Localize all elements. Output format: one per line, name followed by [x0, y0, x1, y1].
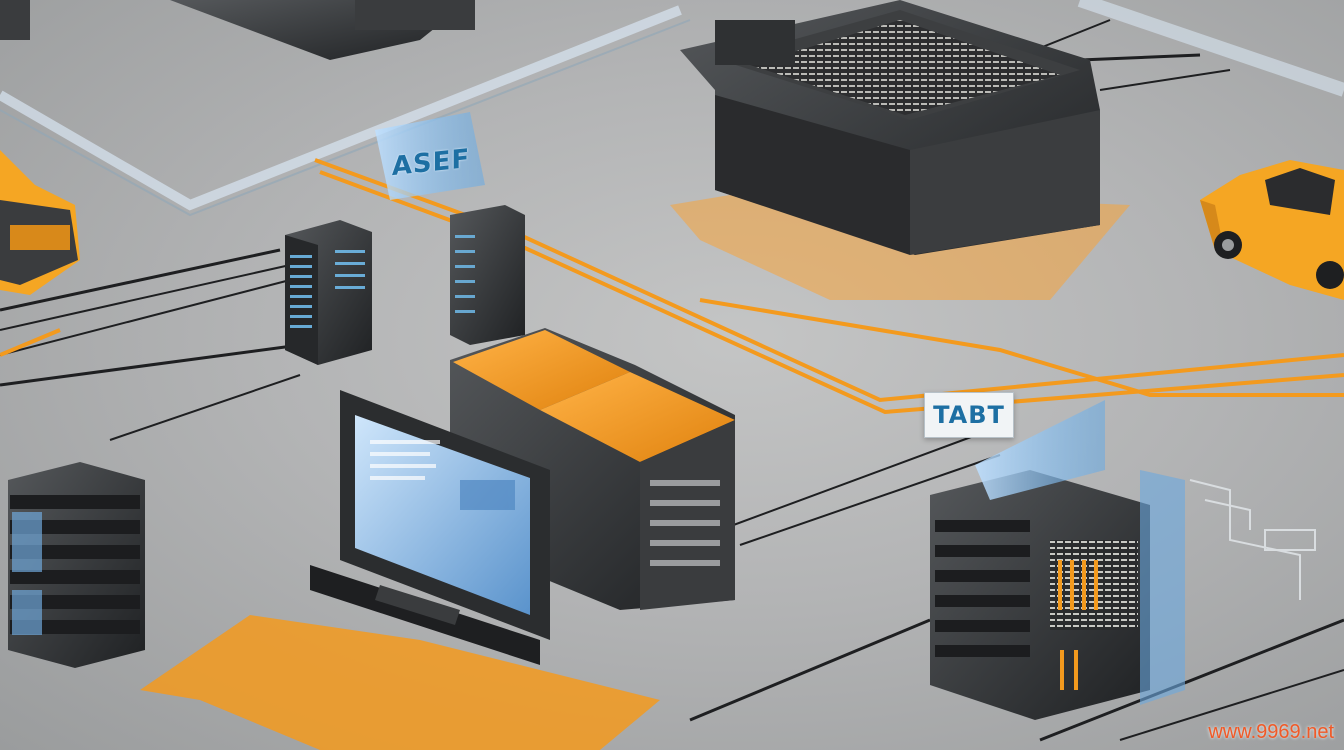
mid-rack: [450, 205, 525, 345]
sign-panel-upper: [375, 112, 485, 200]
left-server-stack: [8, 462, 145, 668]
orange-tracks: [0, 158, 1344, 415]
large-server-unit: [680, 0, 1100, 255]
monitor-workstation: [310, 328, 735, 665]
watermark-text: www.9969.net: [1208, 721, 1334, 743]
taxi-right: [1200, 160, 1344, 300]
small-tower-server: [285, 220, 372, 365]
top-left-device: [0, 0, 475, 60]
center-sign-label: TABT: [924, 392, 1014, 438]
right-server-stack: [930, 400, 1185, 720]
schematic-sketch: [1189, 479, 1316, 600]
glow-pad-bottom: [140, 615, 660, 750]
taxi-left: [0, 150, 80, 295]
